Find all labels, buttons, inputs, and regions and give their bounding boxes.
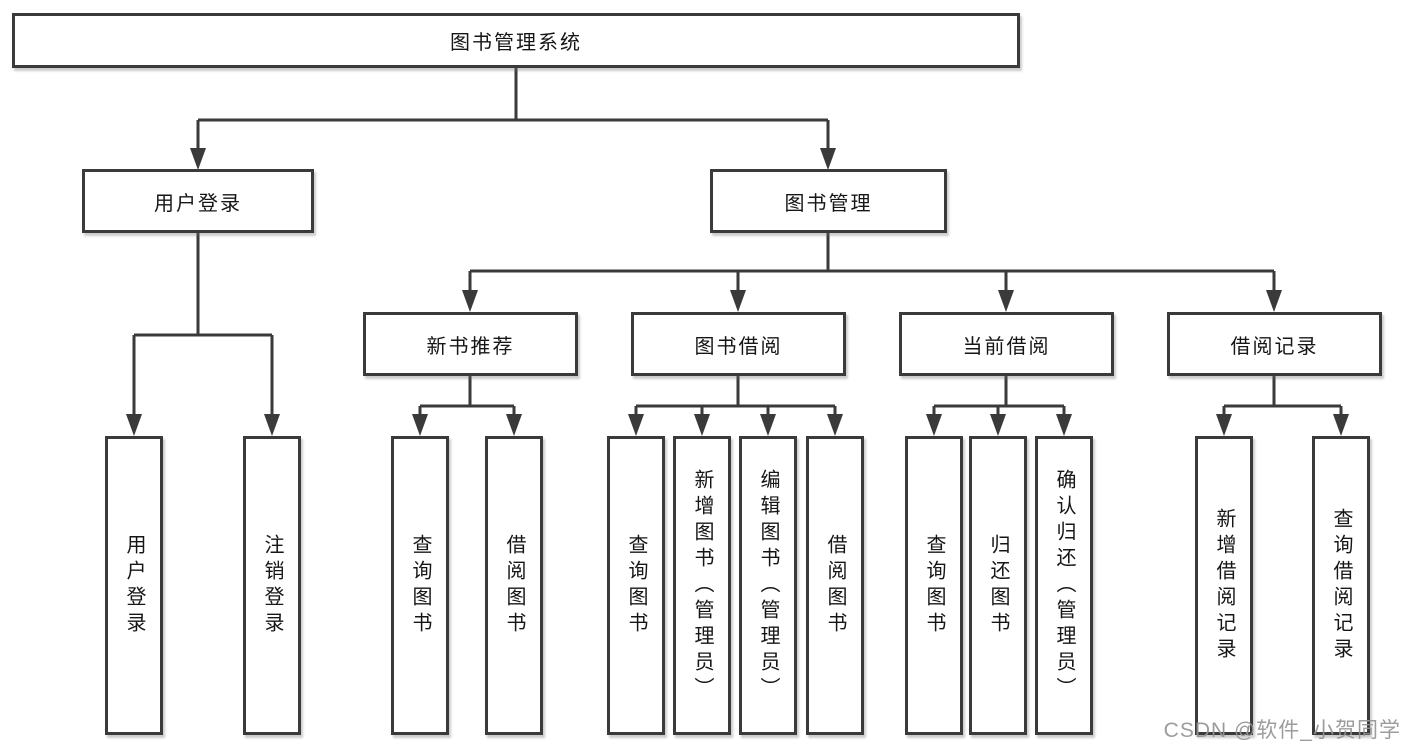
leaf-add-book-admin: 新增图书（管理员）: [673, 436, 731, 735]
node-label: 当前借阅: [962, 335, 1051, 358]
node-label: 查询图书: [625, 533, 647, 638]
node-book-management: 图书管理: [710, 169, 947, 233]
leaf-logout: 注销登录: [243, 436, 301, 735]
node-label: 新增借阅记录: [1213, 507, 1235, 664]
leaf-query-books-current: 查询图书: [905, 436, 963, 735]
node-label: 借阅图书: [503, 533, 525, 638]
node-new-book-recommend: 新书推荐: [363, 312, 578, 376]
leaf-borrow-books: 借阅图书: [806, 436, 864, 735]
node-root-system: 图书管理系统: [12, 13, 1020, 68]
node-book-borrow: 图书借阅: [631, 312, 846, 376]
leaf-add-borrow-record: 新增借阅记录: [1195, 436, 1253, 735]
node-label: 新增图书（管理员）: [691, 468, 713, 703]
leaf-query-borrow-record: 查询借阅记录: [1312, 436, 1370, 735]
leaf-confirm-return-admin: 确认归还（管理员）: [1035, 436, 1093, 735]
node-label: 图书借阅: [694, 335, 783, 358]
node-label: 借阅记录: [1230, 335, 1319, 358]
node-label: 注销登录: [261, 533, 283, 638]
node-label: 查询图书: [923, 533, 945, 638]
node-label: 查询借阅记录: [1330, 507, 1352, 664]
node-label: 借阅图书: [824, 533, 846, 638]
node-label: 归还图书: [987, 533, 1009, 638]
leaf-query-books-recommend: 查询图书: [391, 436, 449, 735]
arrowheads: [126, 148, 1349, 436]
node-label: 查询图书: [409, 533, 431, 638]
leaf-query-books-borrow: 查询图书: [607, 436, 665, 735]
node-label: 图书管理: [784, 192, 873, 215]
node-label: 确认归还（管理员）: [1053, 468, 1075, 703]
node-label: 新书推荐: [426, 335, 515, 358]
leaf-return-book: 归还图书: [969, 436, 1027, 735]
leaf-user-login: 用户登录: [105, 436, 163, 735]
leaf-edit-book-admin: 编辑图书（管理员）: [739, 436, 797, 735]
node-current-borrow: 当前借阅: [899, 312, 1114, 376]
leaf-borrow-books-recommend: 借阅图书: [485, 436, 543, 735]
node-label: 图书管理系统: [450, 32, 582, 54]
node-label: 用户登录: [123, 533, 145, 638]
watermark-text: CSDN @软件_小贺同学: [1163, 719, 1401, 742]
node-user-login: 用户登录: [82, 169, 314, 233]
node-borrow-records: 借阅记录: [1167, 312, 1382, 376]
node-label: 用户登录: [154, 192, 242, 215]
node-label: 编辑图书（管理员）: [757, 468, 779, 703]
